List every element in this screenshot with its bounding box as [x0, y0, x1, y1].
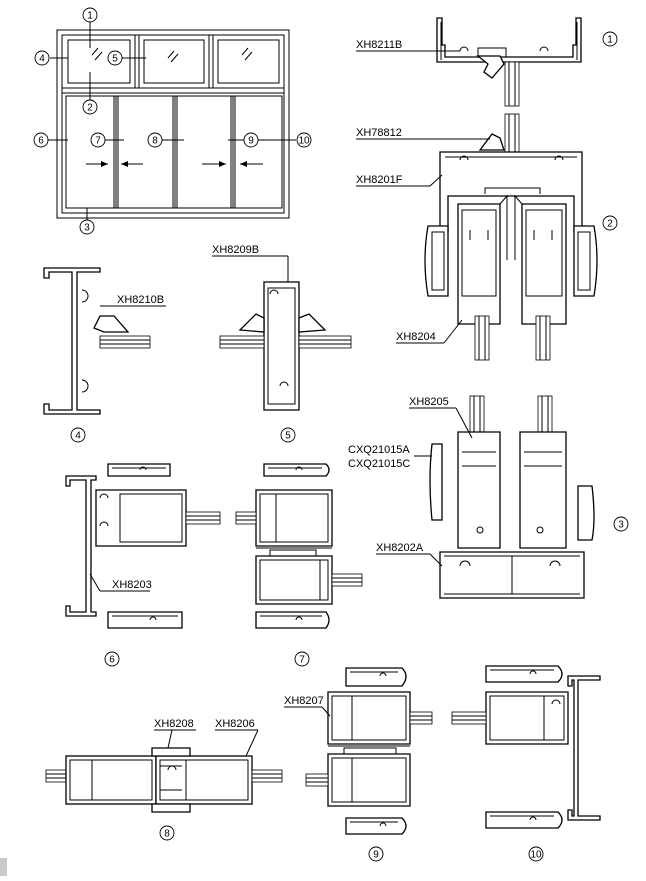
svg-text:8: 8	[152, 136, 158, 147]
section-5-profile	[219, 281, 352, 411]
elevation-callout-7: 7	[90, 132, 106, 148]
label-xh78812: XH78812	[356, 127, 490, 140]
section-callout-8: 8	[159, 825, 175, 841]
elevation-callout-1: 1	[82, 7, 98, 23]
svg-text:2: 2	[87, 103, 93, 114]
label-xh8203: XH8203	[89, 573, 152, 592]
elevation-leaders	[48, 22, 296, 220]
section-callout-5: 5	[280, 427, 296, 443]
svg-text:XH8205: XH8205	[409, 396, 449, 408]
svg-text:1: 1	[607, 35, 613, 46]
window-elevation	[56, 29, 290, 219]
label-cxq21015c: CXQ21015C	[348, 455, 432, 470]
svg-text:XH8201F: XH8201F	[356, 174, 403, 186]
label-xh8201f: XH8201F	[356, 174, 443, 187]
label-xh8207: XH8207	[284, 695, 331, 717]
section-10-profile	[451, 665, 601, 829]
svg-text:9: 9	[248, 136, 254, 147]
svg-text:7: 7	[95, 136, 101, 147]
section-6-profile	[65, 463, 221, 629]
label-xh8202a: XH8202A	[376, 542, 443, 567]
svg-text:XH8207: XH8207	[284, 695, 324, 707]
section-3-profile	[429, 395, 595, 599]
elevation-callout-8: 8	[147, 132, 163, 148]
label-cxq21015a: CXQ21015A	[348, 444, 410, 456]
svg-text:XH8209B: XH8209B	[212, 244, 259, 256]
label-xh8209b: XH8209B	[212, 244, 289, 282]
svg-text:XH78812: XH78812	[356, 127, 402, 139]
label-xh8205: XH8205	[409, 396, 473, 439]
elevation-callout-3: 3	[79, 219, 95, 235]
svg-text:XH8204: XH8204	[396, 331, 436, 343]
elevation-callout-6: 6	[33, 132, 49, 148]
section-callout-1: 1	[602, 31, 618, 47]
svg-text:2: 2	[607, 219, 613, 230]
section-2-profile	[424, 113, 598, 361]
elevation-callout-5: 5	[107, 50, 123, 66]
svg-text:6: 6	[38, 136, 44, 147]
label-xh8211b: XH8211B	[356, 39, 460, 52]
section-8-profile	[45, 747, 283, 813]
svg-text:4: 4	[39, 54, 45, 65]
svg-text:10: 10	[530, 850, 542, 861]
section-callout-4: 4	[70, 427, 86, 443]
section-callout-2: 2	[602, 215, 618, 231]
elevation-callout-9: 9	[243, 132, 259, 148]
section-callout-10: 10	[528, 846, 544, 862]
svg-text:XH8208: XH8208	[154, 718, 194, 730]
elevation-callout-2: 2	[82, 99, 98, 115]
svg-text:6: 6	[109, 655, 115, 666]
elevation-callout-4: 4	[34, 50, 50, 66]
svg-text:3: 3	[84, 223, 90, 234]
section-4-profile	[43, 267, 151, 415]
svg-text:10: 10	[298, 136, 310, 147]
svg-text:CXQ21015A: CXQ21015A	[348, 444, 410, 456]
section-callout-3: 3	[613, 516, 629, 532]
label-xh8208: XH8208	[154, 718, 196, 749]
label-xh8210b: XH8210B	[100, 294, 166, 307]
svg-text:XH8203: XH8203	[112, 579, 152, 591]
svg-text:CXQ21015C: CXQ21015C	[348, 458, 410, 470]
svg-text:3: 3	[618, 520, 624, 531]
section-callout-6: 6	[104, 651, 120, 667]
label-xh8206: XH8206	[215, 718, 259, 757]
page-corner-mark	[0, 858, 7, 876]
svg-text:4: 4	[75, 431, 81, 442]
section-callout-9: 9	[368, 846, 384, 862]
svg-text:XH8202A: XH8202A	[376, 542, 424, 554]
svg-text:9: 9	[373, 850, 379, 861]
section-9-profile	[305, 667, 433, 835]
svg-text:5: 5	[285, 431, 291, 442]
elevation-callout-10: 10	[296, 132, 312, 148]
svg-text:7: 7	[299, 655, 305, 666]
section-7-profile	[235, 463, 363, 629]
svg-text:XH8211B: XH8211B	[356, 39, 402, 51]
svg-text:5: 5	[112, 54, 118, 65]
svg-text:8: 8	[164, 829, 170, 840]
svg-text:XH8210B: XH8210B	[117, 294, 164, 306]
section-1-profile	[436, 17, 582, 107]
svg-text:1: 1	[87, 11, 93, 22]
section-callout-7: 7	[294, 651, 310, 667]
svg-text:XH8206: XH8206	[215, 718, 255, 730]
label-xh8204: XH8204	[396, 319, 463, 344]
